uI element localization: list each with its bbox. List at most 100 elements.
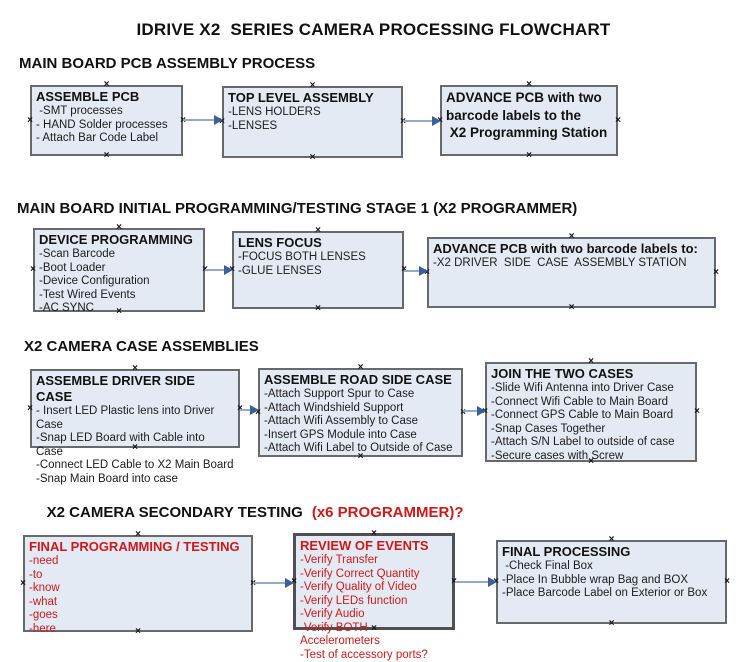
box-line: -Secure cases with Screw — [491, 449, 624, 462]
connector-arrow — [205, 265, 233, 275]
box-line: -Verify BOTH Accelerometers — [300, 621, 380, 648]
connector-arrow — [240, 405, 259, 415]
box-header: ADVANCE PCB with two — [446, 90, 602, 105]
box-line: -Test Wired Events — [39, 288, 136, 301]
box-line: -Boot Loader — [39, 261, 106, 274]
box-line: -Place Barcode Label on Exterior or Box — [502, 587, 708, 599]
box-line: -Verify Quality of Video — [300, 581, 417, 593]
section-heading-case-assemblies: X2 CAMERA CASE ASSEMBLIES — [24, 338, 259, 355]
box-lens-focus[interactable]: × × × × LENS FOCUS -FOCUS BOTH LENSES-GL… — [229, 226, 407, 314]
box-line: -Verify Audio — [300, 608, 365, 620]
box-header: FINAL PROGRAMMING / TESTING — [29, 539, 240, 554]
box-line: -Attach Windshield Support — [264, 401, 404, 414]
box-line: -what — [29, 595, 58, 608]
box-line: -goes — [29, 609, 58, 621]
box-header: REVIEW OF EVENTS — [300, 538, 429, 553]
box-line: -Slide Wifi Antenna into Driver Case — [491, 382, 674, 394]
section-heading-red-part: (x6 PROGRAMMER)? — [311, 504, 464, 521]
box-line: -LENS HOLDERS — [228, 106, 321, 118]
page-title: IDRIVE X2 SERIES CAMERA PROCESSING FLOWC… — [136, 20, 611, 39]
connector-handle-icon: × — [315, 303, 321, 314]
connector-handle-icon: × — [309, 152, 316, 163]
box-line: -need — [29, 555, 59, 567]
connector-handle-icon: × — [568, 302, 575, 313]
box-line: -FOCUS BOTH LENSES — [238, 251, 366, 263]
box-line: -Attach Support Spur to Case — [264, 388, 415, 400]
box-line: -Place In Bubble wrap Bag and BOX — [502, 573, 689, 586]
box-header: ASSEMBLE PCB — [36, 89, 140, 104]
box-lines: -Attach Support Spur to Case-Attach Wind… — [264, 388, 457, 456]
connector-handle-icon: × — [27, 402, 33, 414]
box-line: -Test of accessory ports? — [300, 648, 428, 661]
box-line: barcode labels to the — [446, 107, 582, 123]
box-line: -SMT processes — [36, 105, 123, 117]
box-line: -Snap Main Board into case — [36, 472, 178, 485]
connector-handle-icon: × — [608, 618, 615, 629]
section-heading-black-part: X2 CAMERA SECONDARY TESTING — [46, 504, 303, 521]
box-assemble-pcb[interactable]: × × × × ASSEMBLE PCB -SMT processes- HAN… — [27, 80, 186, 161]
box-line: -here — [29, 622, 56, 635]
connector-arrow — [455, 577, 497, 587]
box-lines: - Insert LED Plastic lens into Driver Ca… — [36, 405, 234, 486]
box-line: -Snap Cases Together — [491, 422, 606, 435]
box-line: -Insert GPS Module into Case — [264, 428, 417, 441]
connector-handle-icon: × — [694, 406, 700, 417]
box-line: -Scan Barcode — [39, 248, 116, 260]
box-line: - Attach Bar Code Label — [36, 132, 159, 144]
box-header: FINAL PROCESSING — [502, 544, 631, 559]
box-review-of-events[interactable]: × × × × REVIEW OF EVENTS -Verify Transfe… — [291, 529, 457, 661]
box-lines: -X2 DRIVER SIDE CASE ASSEMBLY STATION — [433, 257, 710, 271]
box-lines: -Check Final Box-Place In Bubble wrap Ba… — [502, 560, 721, 601]
box-line: -X2 DRIVER SIDE CASE ASSEMBLY STATION — [433, 257, 687, 269]
box-header: JOIN THE TWO CASES — [491, 366, 634, 381]
connector-handle-icon: × — [27, 114, 33, 126]
box-top-level-assembly[interactable]: × × × × TOP LEVEL ASSEMBLY -LENS HOLDERS… — [219, 81, 406, 163]
connector-arrow — [253, 578, 294, 588]
box-line: -Verify Correct Quantity — [300, 567, 420, 580]
box-lines: barcode labels to the X2 Programming Sta… — [446, 107, 612, 142]
section-heading-secondary-testing: X2 CAMERA SECONDARY TESTING (x6 PROGRAMME… — [30, 487, 464, 538]
box-header: ASSEMBLE DRIVER SIDE CASE — [36, 373, 199, 404]
box-lines: -SMT processes- HAND Solder processes- A… — [36, 105, 177, 146]
box-join-the-two-cases[interactable]: × × × × JOIN THE TWO CASES -Slide Wifi A… — [482, 357, 700, 467]
box-advance-pcb-case-assembly[interactable]: × × × × ADVANCE PCB with two barcode lab… — [424, 232, 719, 313]
box-lines: -need-to-know-what-goes-here — [29, 555, 247, 636]
connector-handle-icon: × — [724, 576, 730, 587]
box-lines: -Slide Wifi Antenna into Driver Case-Con… — [491, 382, 691, 463]
box-header: DEVICE PROGRAMMING — [39, 232, 193, 247]
connector-arrow — [463, 406, 486, 416]
box-line: -GLUE LENSES — [238, 264, 322, 277]
box-final-processing[interactable]: × × × × FINAL PROCESSING -Check Final Bo… — [493, 535, 730, 629]
box-lines: -LENS HOLDERS-LENSES — [228, 106, 397, 133]
box-line: - HAND Solder processes — [36, 118, 168, 131]
box-header: TOP LEVEL ASSEMBLY — [228, 90, 374, 105]
box-header: LENS FOCUS — [238, 235, 322, 250]
box-advance-pcb-programming-station[interactable]: × × × × ADVANCE PCB with two barcode lab… — [437, 80, 621, 161]
box-final-programming-testing[interactable]: × × × × FINAL PROGRAMMING / TESTING -nee… — [20, 530, 256, 637]
box-line: -Attach Wifi Assembly to Case — [264, 415, 419, 427]
box-line: -Check Final Box — [502, 560, 593, 572]
connector-handle-icon: × — [615, 114, 621, 126]
connector-arrow — [404, 266, 428, 276]
box-assemble-driver-side-case[interactable]: × × × × ASSEMBLE DRIVER SIDE CASE - Inse… — [27, 364, 243, 485]
connector-handle-icon: × — [103, 150, 110, 161]
box-line: -LENSES — [228, 119, 278, 132]
box-line: - Insert LED Plastic lens into Driver Ca… — [36, 405, 218, 431]
box-assemble-road-side-case[interactable]: × × × × ASSEMBLE ROAD SIDE CASE -Attach … — [255, 363, 466, 462]
box-lines: -FOCUS BOTH LENSES-GLUE LENSES — [238, 251, 398, 278]
box-lines: -Verify Transfer-Verify Correct Quantity… — [300, 554, 448, 662]
box-line: -Verify Transfer — [300, 554, 378, 566]
box-line: -Attach Wifi Label to Outside of Case — [264, 442, 453, 454]
box-line: -Connect LED Cable to X2 Main Board — [36, 459, 234, 471]
connector-arrow — [183, 115, 223, 125]
connector-arrow — [403, 116, 441, 126]
box-device-programming[interactable]: × × × × DEVICE PROGRAMMING -Scan Barcode… — [30, 223, 208, 317]
box-line: -Connect GPS Cable to Main Board — [491, 409, 674, 421]
connector-handle-icon: × — [20, 577, 26, 589]
section-heading-pcb-assembly: MAIN BOARD PCB ASSEMBLY PROCESS — [19, 55, 316, 72]
box-line: -Connect Wifi Cable to Main Board — [491, 395, 669, 408]
box-line: -know — [29, 582, 60, 594]
connector-handle-icon: × — [526, 150, 532, 161]
box-lines: -Scan Barcode-Boot Loader-Device Configu… — [39, 248, 199, 316]
